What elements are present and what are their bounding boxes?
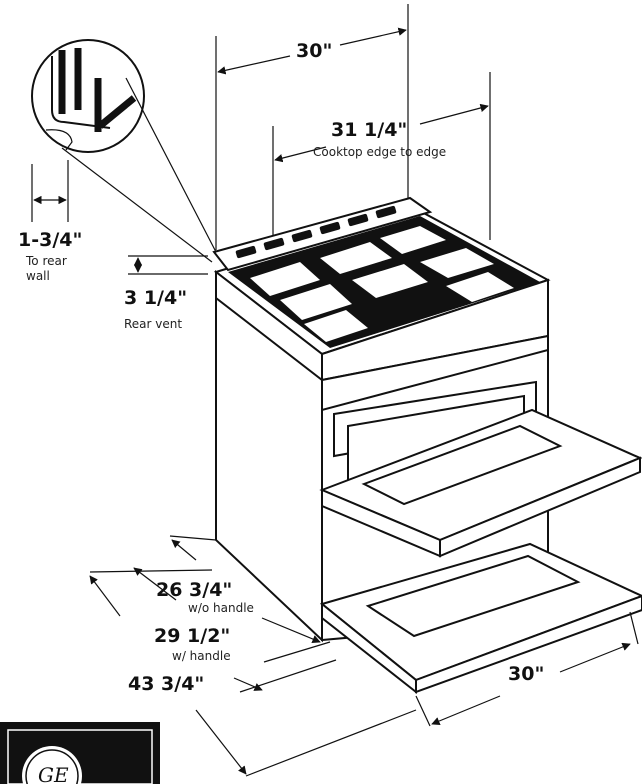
depth-no-handle-note: w/o handle: [188, 601, 254, 615]
detail-magnifier: [31, 39, 217, 263]
lower-drawer-handle: [365, 554, 581, 638]
rear-wall-note-2: wall: [26, 269, 50, 283]
range-illustration: [212, 196, 642, 695]
depth-handle-note: w/ handle: [172, 649, 231, 663]
ge-logo: GE: [0, 722, 160, 784]
detail-circle: [31, 39, 145, 153]
backguard: [212, 196, 433, 272]
width-top-label: 30": [296, 40, 332, 62]
upper-drawer-handle: [361, 424, 563, 506]
vent-slots: [235, 205, 397, 259]
rear-vent-note: Rear vent: [124, 317, 182, 331]
ge-logo-text: GE: [38, 763, 69, 784]
dimension-lines: [31, 4, 639, 777]
rear-wall-label: 1-3/4": [18, 229, 82, 251]
upper-drawer-side: [439, 456, 641, 558]
depth-handle-label: 29 1/2": [154, 625, 230, 647]
depth-open-label: 43 3/4": [128, 673, 204, 695]
width-bottom-label: 30": [508, 663, 544, 685]
dimension-labels: 30" 31 1/4" Cooktop edge to edge 1-3/4" …: [18, 40, 544, 695]
cooktop-width-label: 31 1/4": [331, 119, 407, 141]
control-panel: [321, 334, 549, 412]
burner-grates: [228, 216, 540, 348]
lower-drawer-side: [415, 594, 642, 694]
cooktop-note: Cooktop edge to edge: [313, 145, 446, 159]
rear-vent-label: 3 1/4": [124, 287, 187, 309]
depth-no-handle-label: 26 3/4": [156, 579, 232, 601]
rear-wall-note-1: To rear: [25, 254, 67, 268]
